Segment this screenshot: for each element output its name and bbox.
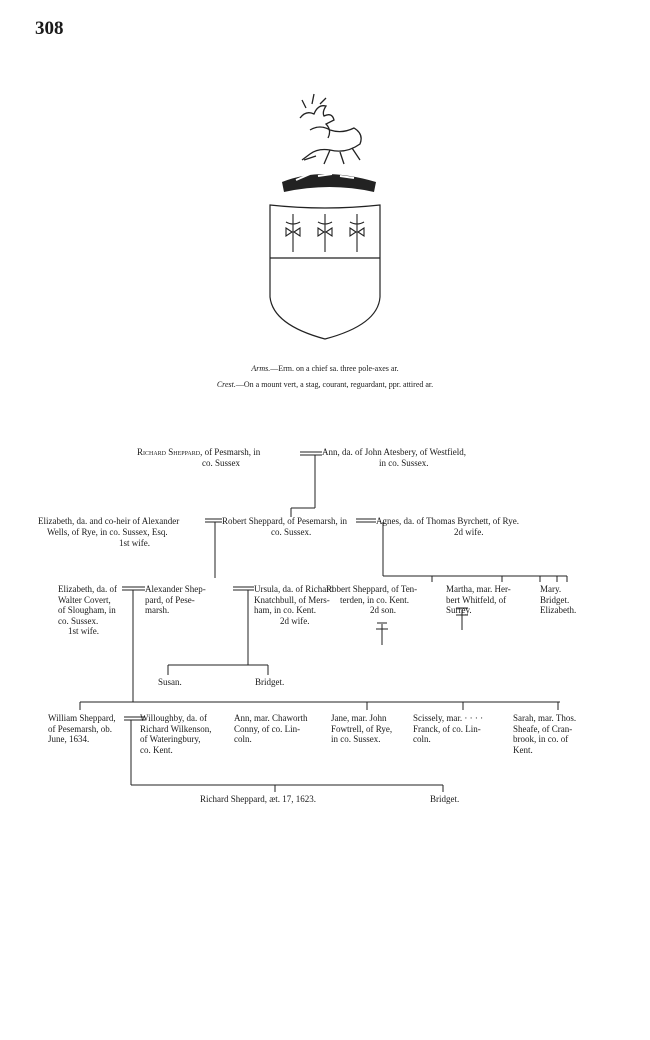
elizabeth-covert: Elizabeth, da. of Walter Covert, of Slou… bbox=[58, 584, 117, 636]
ursula-knatchbull: Ursula, da. of Richard Knatchbull, of Me… bbox=[254, 584, 334, 626]
crest-blazon: Crest.—On a mount vert, a stag, courant,… bbox=[216, 380, 434, 389]
mary-bridget-elizabeth: Mary. Bridget. Elizabeth. bbox=[540, 584, 577, 615]
william-sheppard: William Sheppard, of Pesemarsh, ob. June… bbox=[48, 713, 116, 744]
martha-whitfeld: Martha, mar. Her- bert Whitfeld, of Surr… bbox=[446, 584, 511, 615]
elizabeth-wells: Elizabeth, da. and co-heir of Alexander bbox=[38, 516, 180, 526]
agnes-byrchett: Agnes, da. of Thomas Byrchett, of Rye. bbox=[376, 516, 519, 526]
elizabeth-wells-wife: 1st wife. bbox=[119, 538, 150, 548]
richard-sheppard-senior: Richard Sheppard, of Pesmarsh, in bbox=[137, 447, 261, 457]
susan: Susan. bbox=[158, 677, 182, 687]
robert-sheppard-place: co. Sussex. bbox=[271, 527, 312, 537]
sarah-sheafe: Sarah, mar. Thos. Sheafe, of Cran- brook… bbox=[513, 713, 577, 755]
richard-sheppard-senior-place: co. Sussex bbox=[202, 458, 240, 468]
ann-conny: Ann, mar. Chaworth Conny, of co. Lin- co… bbox=[234, 713, 308, 744]
willoughby-wilkenson: Willoughby, da. of Richard Wilkenson, of… bbox=[140, 713, 212, 755]
bridget-daughter-of-ursula: Bridget. bbox=[255, 677, 285, 687]
bridget-daughter-of-william: Bridget. bbox=[430, 794, 460, 804]
richard-sheppard-junior: Richard Sheppard, æt. 17, 1623. bbox=[200, 794, 316, 804]
robert-sheppard-tenterden: Robert Sheppard, of Ten- terden, in co. … bbox=[326, 584, 418, 615]
scissely-franck: Scissely, mar. · · · · Franck, of co. Li… bbox=[413, 713, 484, 744]
ann-atesbery: Ann, da. of John Atesbery, of Westfield, bbox=[322, 447, 466, 457]
page-number: 308 bbox=[35, 18, 64, 39]
coat-of-arms-icon bbox=[269, 93, 381, 340]
arms-blazon: Arms.—Erm. on a chief sa. three pole-axe… bbox=[251, 364, 399, 373]
agnes-byrchett-wife: 2d wife. bbox=[454, 527, 484, 537]
elizabeth-wells-place: Wells, of Rye, in co. Sussex, Esq. bbox=[47, 527, 168, 537]
jane-fowtrell: Jane, mar. John Fowtrell, of Rye, in co.… bbox=[331, 713, 393, 744]
ann-atesbery-place: in co. Sussex. bbox=[379, 458, 429, 468]
alexander-sheppard: Alexander Shep- pard, of Pese- marsh. bbox=[145, 584, 206, 615]
robert-sheppard: Robert Sheppard, of Pesemarsh, in bbox=[222, 516, 347, 526]
